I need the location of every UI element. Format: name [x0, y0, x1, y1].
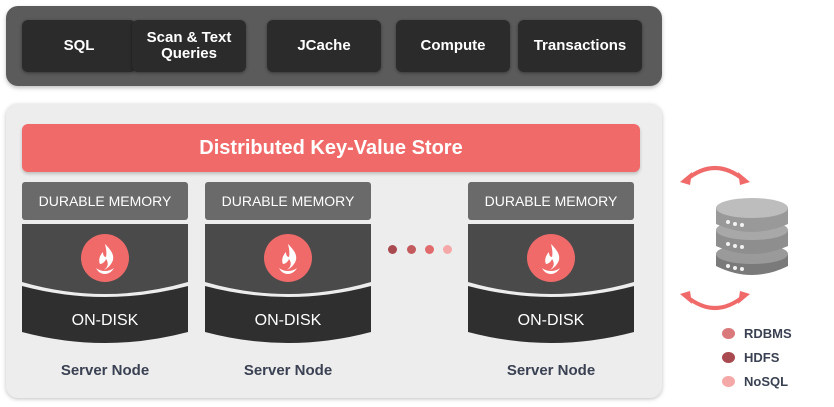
legend-dot — [722, 351, 735, 363]
api-layer: SQL Scan & Text Queries JCache Compute T… — [6, 6, 662, 86]
api-scan-text-queries: Scan & Text Queries — [132, 20, 246, 72]
legend-item-hdfs: HDFS — [722, 347, 822, 367]
legend-item-nosql: NoSQL — [722, 371, 822, 391]
legend-item-rdbms: RDBMS — [722, 323, 822, 343]
on-disk-label: ON-DISK — [254, 312, 322, 329]
on-disk-label: ON-DISK — [71, 312, 139, 329]
server-node: DURABLE MEMORY ON-DISK Server Node — [468, 182, 634, 392]
durable-memory: DURABLE MEMORY — [22, 182, 188, 220]
api-jcache: JCache — [267, 20, 381, 72]
memory-disk-drum — [22, 224, 188, 343]
legend-label: HDFS — [744, 349, 780, 365]
api-transactions: Transactions — [518, 20, 642, 72]
memory-disk-drum — [468, 224, 634, 343]
legend-label: RDBMS — [744, 325, 792, 341]
cluster-panel: Distributed Key-Value Store DURABLE MEMO… — [6, 104, 662, 398]
api-compute: Compute — [396, 20, 510, 72]
database-icon — [716, 198, 788, 275]
server-node: DURABLE MEMORY ON-DISK Server Node — [22, 182, 188, 392]
durable-memory: DURABLE MEMORY — [205, 182, 371, 220]
server-node-label: Server Node — [60, 362, 150, 379]
durable-memory: DURABLE MEMORY — [468, 182, 634, 220]
distributed-key-value-store: Distributed Key-Value Store — [22, 124, 640, 172]
ellipsis-dot — [443, 245, 452, 254]
legend-dot — [722, 327, 735, 339]
server-node: DURABLE MEMORY ON-DISK Server Node — [205, 182, 371, 392]
on-disk-label: ON-DISK — [517, 312, 585, 329]
server-node-label: Server Node — [243, 362, 333, 379]
legend-label: NoSQL — [744, 373, 789, 389]
memory-disk-drum — [205, 224, 371, 343]
ellipsis-dot — [425, 245, 434, 254]
ellipsis-dot — [407, 245, 416, 254]
sync-arrow-bottom-icon — [680, 291, 750, 310]
server-node-label: Server Node — [506, 362, 596, 379]
sync-arrow-top-icon — [680, 166, 750, 185]
api-sql: SQL — [22, 20, 136, 72]
legend-dot — [722, 375, 735, 387]
ellipsis-dot — [388, 245, 397, 254]
